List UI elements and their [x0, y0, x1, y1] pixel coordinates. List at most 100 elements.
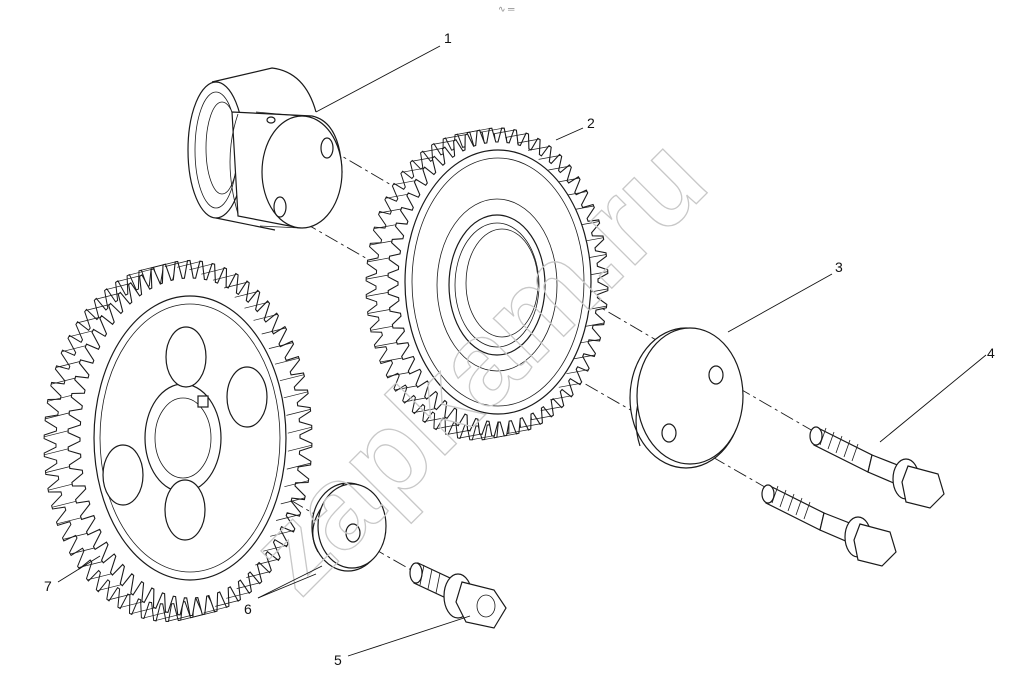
- gear-tooth-edge: [261, 327, 286, 335]
- gear-tooth-edge: [105, 283, 130, 291]
- gear-tooth-edge: [540, 406, 563, 411]
- gear-tooth-edge: [284, 480, 309, 488]
- gear-tooth-edge: [177, 260, 202, 268]
- gear-tooth-edge: [423, 417, 446, 422]
- gear-tooth-edge: [87, 573, 112, 581]
- gear-tooth-edge: [270, 529, 295, 537]
- gear-tooth-edge: [370, 325, 393, 331]
- gear-tooth-edge: [255, 558, 280, 566]
- gear-tooth-edge: [538, 155, 561, 160]
- part-7-large-gear: [43, 259, 313, 623]
- callout-1: 1: [444, 30, 452, 46]
- gear-tooth-edge: [263, 544, 288, 552]
- gear-tooth-edge: [44, 430, 69, 438]
- gear-tooth-edge: [572, 354, 595, 360]
- gear-tooth-edge: [45, 466, 70, 473]
- gear-tooth-edge: [118, 601, 144, 609]
- gear-tooth-edge: [528, 146, 551, 151]
- gear-tooth-edge: [234, 290, 259, 298]
- gear-tooth-edge: [566, 369, 589, 375]
- gear-tooth-edge: [274, 357, 300, 365]
- gear-tooth-edge: [471, 435, 494, 441]
- gear-tooth-edge: [432, 140, 455, 145]
- gear-tooth-edge: [287, 444, 312, 452]
- gear-tooth-edge: [507, 429, 530, 434]
- gear-tooth-edge: [189, 263, 214, 271]
- gear-tooth-edge: [226, 591, 251, 599]
- part-2-gear: [365, 127, 609, 441]
- gear-tooth-edge: [130, 607, 155, 615]
- gear-tooth-edge: [393, 180, 416, 186]
- callout-3: 3: [835, 259, 843, 275]
- part-1-hub: [187, 67, 343, 231]
- gear-tooth-edge: [68, 330, 93, 338]
- gear-tooth-edge: [411, 157, 434, 162]
- gear-tooth-edge: [386, 372, 410, 377]
- callout-2: 2: [587, 115, 595, 131]
- gear-tooth-edge: [167, 615, 192, 622]
- gear-tooth-edge: [164, 260, 189, 267]
- gear-tooth-edge: [366, 274, 389, 280]
- gear-tooth-edge: [446, 430, 469, 435]
- gear-tooth-edge: [51, 500, 77, 508]
- gear-tooth-edge: [279, 374, 305, 382]
- gear-tooth-edge: [458, 433, 481, 439]
- callout-4: 4: [987, 345, 995, 361]
- gear-tooth-edge: [394, 385, 417, 391]
- callout-7: 7: [44, 578, 52, 594]
- gear-tooth-edge: [468, 127, 491, 133]
- gear-tooth-edge: [280, 497, 305, 505]
- top-mark: ∿ ═: [498, 4, 515, 14]
- gear-tooth-edge: [557, 177, 580, 183]
- gear-tooth-edge: [516, 138, 540, 144]
- gear-tooth-edge: [367, 257, 390, 263]
- gear-tooth-edge: [203, 606, 228, 614]
- gear-tooth-edge: [369, 240, 393, 246]
- gear-tooth-edge: [480, 127, 503, 133]
- gear-tooth-edge: [493, 129, 516, 135]
- part-6-washer: [311, 482, 387, 572]
- part-4-bolt-lower: [761, 484, 897, 567]
- gear-tooth-edge: [268, 342, 293, 349]
- gear-tooth-edge: [47, 394, 72, 402]
- gear-tooth-edge: [444, 134, 467, 139]
- gear-tooth-edge: [85, 304, 110, 311]
- gear-tooth-edge: [152, 261, 177, 268]
- gear-tooth-edge: [51, 377, 76, 385]
- gear-tooth-edge: [63, 533, 88, 540]
- gear-tooth-edge: [530, 415, 553, 421]
- gear-tooth-edge: [244, 301, 269, 309]
- gear-tooth-edge: [70, 547, 95, 555]
- gear-tooth-edge: [236, 582, 261, 589]
- gear-tooth-edge: [403, 397, 426, 403]
- part-3-plate: [629, 327, 744, 469]
- part-4-bolt-upper: [809, 426, 945, 509]
- gear-tooth-edge: [367, 309, 390, 314]
- gear-tooth-edge: [116, 275, 141, 282]
- gear-tooth-edge: [374, 342, 397, 347]
- gear-tooth-edge: [385, 193, 408, 199]
- gear-tooth-edge: [380, 357, 403, 363]
- gear-tooth-edge: [287, 426, 312, 434]
- gear-tooth-edge: [286, 409, 311, 416]
- gear-tooth-edge: [276, 514, 301, 521]
- gear-tooth-edge: [434, 424, 458, 430]
- gear-tooth-edge: [558, 382, 581, 388]
- gear-tooth-edge: [413, 408, 436, 413]
- gear-tooth-edge: [55, 361, 80, 368]
- gear-tooth-edge: [212, 273, 238, 281]
- gear-tooth-edge: [48, 483, 73, 491]
- callout-labels: 1 2 3 4 5 6 7: [44, 30, 995, 668]
- gear-tooth-edge: [246, 571, 271, 578]
- gear-tooth-edge: [548, 165, 571, 171]
- gear-tooth-edge: [550, 395, 573, 401]
- gear-tooth-edge: [61, 345, 86, 353]
- gear-tooth-edge: [142, 611, 167, 619]
- gear-tooth-edge: [366, 292, 389, 297]
- gear-tooth-edge: [128, 268, 153, 276]
- callout-5: 5: [334, 652, 342, 668]
- gear-tooth-edge: [97, 584, 122, 592]
- gear-tooth-edge: [373, 224, 396, 230]
- gear-tooth-edge: [224, 281, 249, 289]
